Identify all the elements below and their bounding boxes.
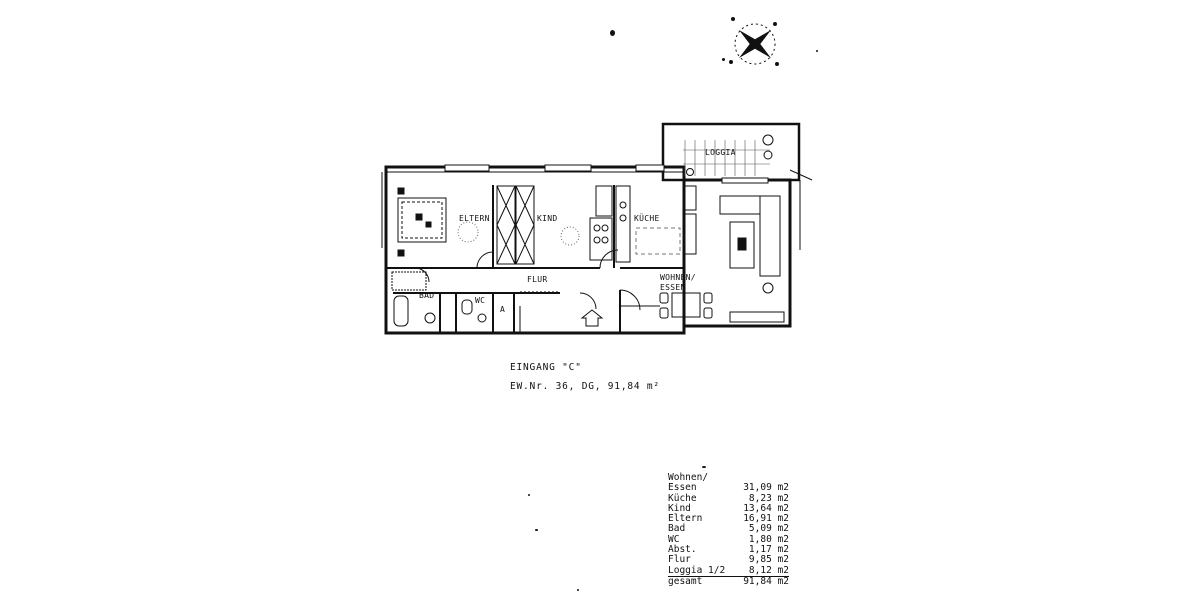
total-area: 91,84 m2 — [725, 575, 789, 588]
sofa-corner — [719, 195, 781, 277]
room-label-bad: BAD — [419, 291, 434, 300]
table-row: Flur 9,85 m2 — [668, 554, 789, 566]
door-swings — [414, 249, 641, 311]
loggia-hatch — [683, 140, 770, 176]
room-name: Loggia 1/2 — [668, 564, 726, 576]
room-label-kueche: KÜCHE — [634, 213, 660, 223]
room-name: Essen — [668, 482, 697, 494]
table-row: Kind 13,64 m2 — [668, 502, 789, 514]
table-row: WC 1,80 m2 — [668, 533, 789, 545]
room-label-wohnen: WOHNEN/ — [660, 273, 696, 282]
scan-speck — [702, 466, 706, 468]
room-label-loggia: LOGGIA — [705, 148, 736, 157]
room-area: 13,64 m2 — [743, 502, 789, 514]
entrance-caption: EINGANG "C" — [510, 362, 582, 373]
table-row: Wohnen/ — [668, 472, 789, 483]
room-label-abst: A — [500, 305, 505, 314]
room-area: 9,85 m2 — [748, 554, 789, 566]
double-bed — [397, 187, 447, 257]
interior-walls — [386, 185, 685, 333]
scan-speck — [528, 494, 530, 496]
table-row: Küche 8,23 m2 — [668, 492, 789, 504]
room-name: WC — [668, 533, 680, 545]
table-row: Abst. 1,17 m2 — [668, 544, 789, 556]
table-row: Essen 31,09 m2 — [668, 482, 789, 494]
room-area: 1,17 m2 — [748, 544, 789, 556]
room-label-wc: WC — [475, 296, 485, 305]
kitchen-units — [589, 185, 697, 263]
room-area: 8,12 m2 — [748, 564, 789, 576]
dining-table — [659, 292, 785, 323]
scan-speck — [535, 529, 538, 531]
unit-caption: EW.Nr. 36, DG, 91,84 m² — [510, 381, 660, 392]
room-label-kind: KIND — [537, 214, 557, 223]
compass-rose-icon — [729, 17, 779, 66]
room-name: Eltern — [668, 513, 703, 525]
scan-speck — [610, 30, 615, 36]
room-area: 31,09 m2 — [743, 482, 789, 494]
entrance-arrow-icon — [580, 309, 604, 327]
scan-speck — [722, 58, 725, 61]
room-name: Bad — [668, 523, 686, 535]
scan-speck — [577, 589, 579, 591]
table-row: Loggia 1/2 8,12 m2 — [668, 564, 789, 577]
area-table-header: Wohnen/ — [668, 472, 709, 483]
table-row-total: gesamt 91,84 m2 — [668, 575, 789, 588]
scan-speck — [816, 50, 818, 52]
wardrobe — [496, 185, 535, 265]
room-name: Flur — [668, 554, 691, 566]
room-area: 16,91 m2 — [743, 513, 789, 525]
room-name: Küche — [668, 492, 697, 504]
bathroom-fixtures — [391, 271, 487, 327]
room-label-essen: ESSEN — [660, 283, 686, 292]
rug-dots — [457, 221, 580, 246]
room-label-flur: FLUR — [527, 275, 547, 284]
total-label: gesamt — [668, 575, 726, 588]
stair-stub — [519, 305, 660, 333]
room-area: 8,23 m2 — [748, 492, 789, 504]
room-name: Kind — [668, 502, 691, 514]
table-row: Bad 5,09 m2 — [668, 523, 789, 535]
plant-icon — [686, 134, 774, 294]
room-area: 1,80 m2 — [748, 533, 789, 545]
area-table: Wohnen/ Essen 31,09 m2 Küche 8,23 m2 Kin… — [668, 472, 789, 588]
table-row: Eltern 16,91 m2 — [668, 513, 789, 525]
room-area: 5,09 m2 — [748, 523, 789, 535]
windows — [444, 164, 769, 184]
room-label-eltern: ELTERN — [459, 214, 490, 223]
room-name: Abst. — [668, 544, 697, 556]
